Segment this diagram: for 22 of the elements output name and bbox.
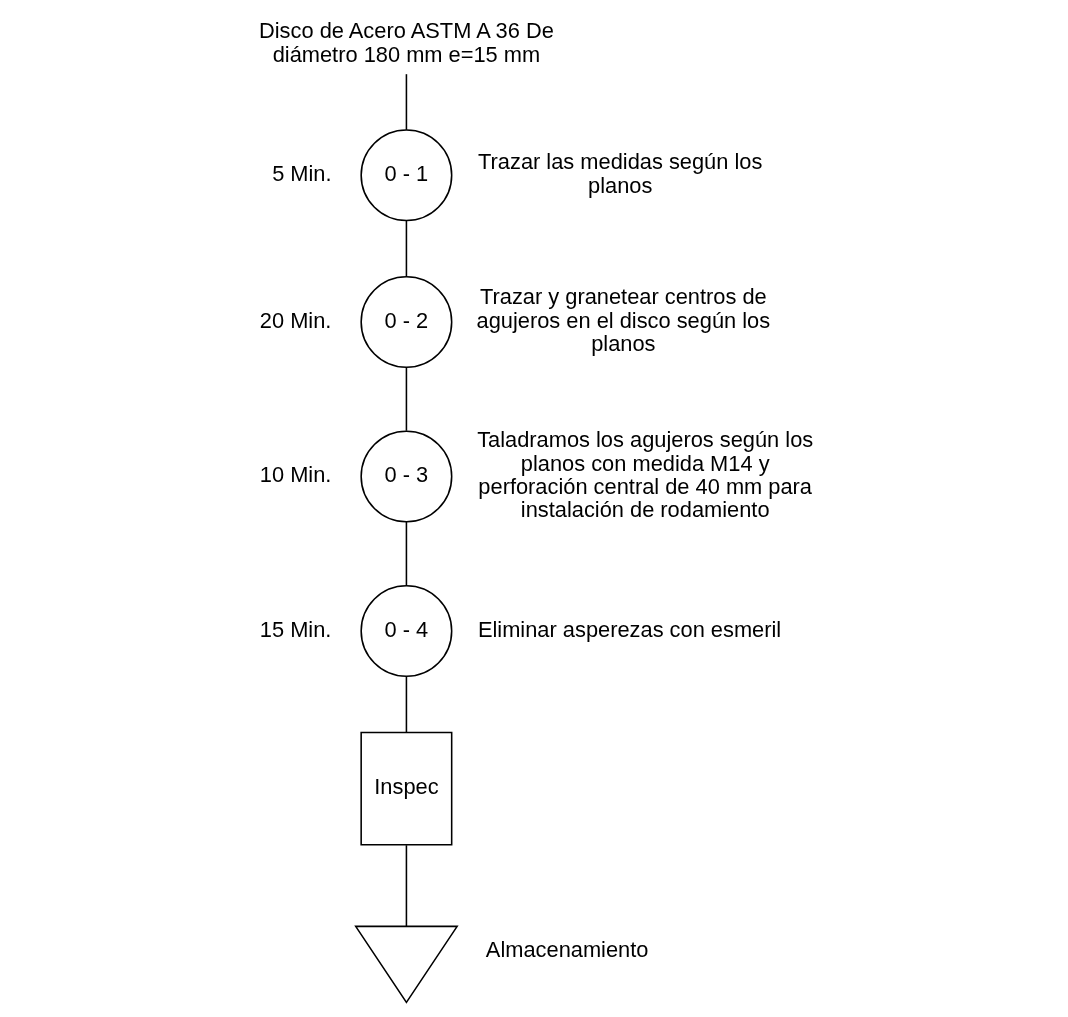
node-box: Inspec [360, 731, 453, 846]
node-circle: 0 - 4 [360, 584, 453, 678]
node-label: Trazar las medidas según los planos [478, 149, 763, 198]
node-text: Disco de Acero ASTM A 36 De diámetro 180 mm e=15 mm [259, 18, 554, 67]
node-label: 5 Min. [272, 161, 332, 187]
connector [405, 844, 408, 928]
connector [405, 219, 408, 278]
node-label: Almacenamiento [485, 937, 649, 963]
node-circle: 0 - 2 [360, 275, 453, 369]
node-label: Eliminar asperezas con esmeril [477, 616, 782, 642]
node-triangle [354, 925, 459, 1004]
connector [405, 521, 408, 586]
node-circle: 0 - 1 [360, 129, 453, 222]
node-circle: 0 - 3 [360, 430, 453, 523]
node-label: Taladramos los agujeros según los planos con medida M14 y perforación central de 40 mm para instalación de rodamiento [477, 427, 814, 523]
node-label: 20 Min. [259, 307, 332, 333]
node-label: 15 Min. [259, 616, 332, 642]
node-label: Trazar y granetear centros de agujeros en el disco según los planos [476, 284, 771, 357]
connector [405, 366, 408, 432]
node-label: 10 Min. [259, 462, 332, 488]
connector [405, 73, 408, 131]
connector [405, 675, 408, 733]
